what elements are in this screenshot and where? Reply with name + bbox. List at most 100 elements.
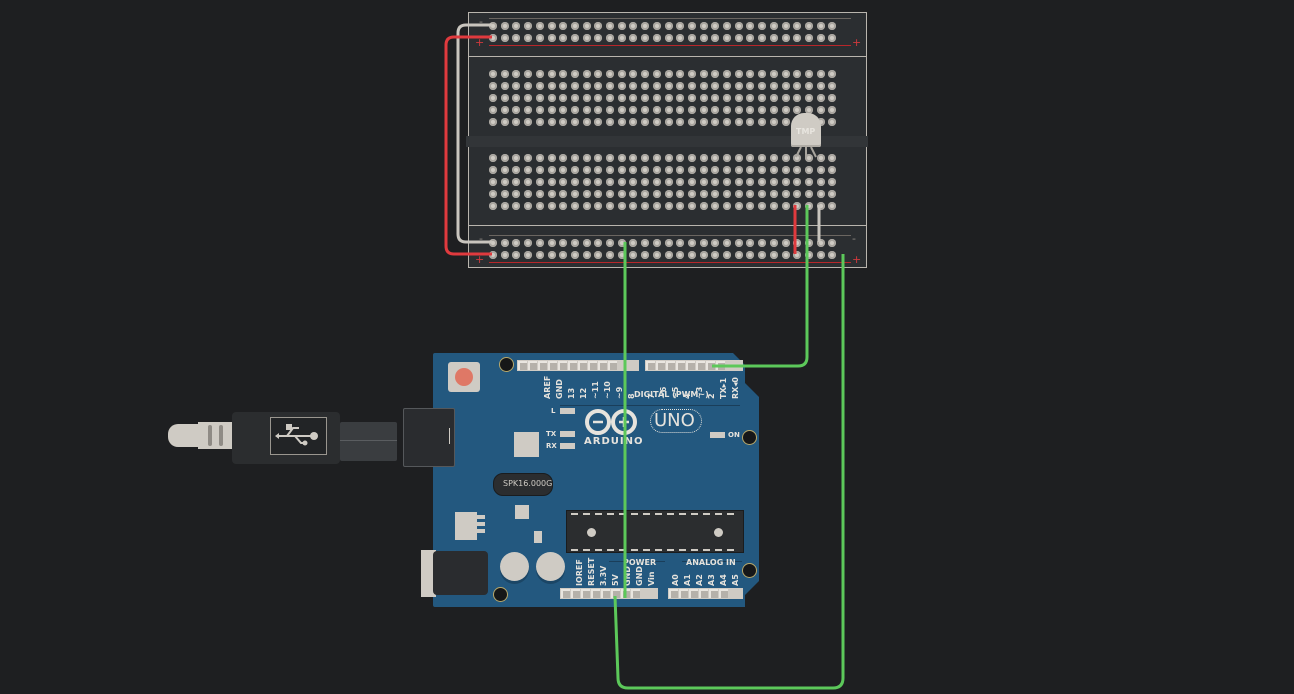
rail-hole[interactable] <box>512 34 521 42</box>
terminal-hole[interactable] <box>594 202 603 210</box>
terminal-hole[interactable] <box>676 166 685 174</box>
terminal-hole[interactable] <box>500 154 509 162</box>
rail-hole[interactable] <box>606 34 614 42</box>
terminal-hole[interactable] <box>804 82 813 90</box>
terminal-hole[interactable] <box>582 106 591 114</box>
terminal-hole[interactable] <box>500 106 509 114</box>
terminal-hole[interactable] <box>758 118 767 126</box>
rail-hole[interactable] <box>582 22 591 30</box>
terminal-hole[interactable] <box>524 166 533 174</box>
terminal-hole[interactable] <box>500 178 509 186</box>
terminal-hole[interactable] <box>594 70 603 78</box>
rail-hole[interactable] <box>582 239 591 247</box>
terminal-hole[interactable] <box>664 190 673 198</box>
rail-hole[interactable] <box>664 22 673 30</box>
rail-hole[interactable] <box>524 22 533 30</box>
terminal-hole[interactable] <box>793 166 802 174</box>
terminal-hole[interactable] <box>606 106 614 114</box>
header-pin[interactable] <box>581 589 590 598</box>
terminal-hole[interactable] <box>652 154 661 162</box>
rail-hole[interactable] <box>687 22 696 30</box>
terminal-hole[interactable] <box>512 70 521 78</box>
terminal-hole[interactable] <box>793 178 802 186</box>
terminal-hole[interactable] <box>804 190 813 198</box>
rail-hole[interactable] <box>699 22 708 30</box>
rail-hole[interactable] <box>524 239 533 247</box>
terminal-hole[interactable] <box>816 70 825 78</box>
terminal-hole[interactable] <box>793 106 802 114</box>
header-pin[interactable] <box>689 589 698 598</box>
terminal-hole[interactable] <box>489 82 497 90</box>
rail-hole[interactable] <box>629 239 638 247</box>
terminal-hole[interactable] <box>828 154 837 162</box>
rail-hole[interactable] <box>629 22 638 30</box>
header-pin[interactable] <box>679 589 688 598</box>
rail-hole[interactable] <box>793 239 802 247</box>
rail-hole[interactable] <box>793 34 802 42</box>
terminal-hole[interactable] <box>629 166 638 174</box>
rail-hole[interactable] <box>781 251 790 259</box>
rail-hole[interactable] <box>723 22 731 30</box>
terminal-hole[interactable] <box>559 190 568 198</box>
rail-hole[interactable] <box>617 251 626 259</box>
rail-hole[interactable] <box>594 251 603 259</box>
terminal-hole[interactable] <box>641 178 650 186</box>
terminal-hole[interactable] <box>512 202 521 210</box>
terminal-hole[interactable] <box>793 202 802 210</box>
terminal-hole[interactable] <box>570 202 579 210</box>
terminal-hole[interactable] <box>723 178 731 186</box>
terminal-hole[interactable] <box>582 70 591 78</box>
terminal-hole[interactable] <box>711 154 720 162</box>
terminal-hole[interactable] <box>652 202 661 210</box>
terminal-hole[interactable] <box>828 166 837 174</box>
rail-hole[interactable] <box>723 34 731 42</box>
terminal-hole[interactable] <box>641 154 650 162</box>
terminal-hole[interactable] <box>652 190 661 198</box>
terminal-hole[interactable] <box>664 106 673 114</box>
terminal-hole[interactable] <box>793 190 802 198</box>
header-pin[interactable] <box>669 589 678 598</box>
terminal-hole[interactable] <box>781 166 790 174</box>
rail-hole[interactable] <box>606 239 614 247</box>
terminal-hole[interactable] <box>828 94 837 102</box>
rail-hole[interactable] <box>547 251 556 259</box>
terminal-hole[interactable] <box>816 202 825 210</box>
terminal-hole[interactable] <box>676 178 685 186</box>
terminal-hole[interactable] <box>594 82 603 90</box>
rail-hole[interactable] <box>535 239 544 247</box>
rail-hole[interactable] <box>606 22 614 30</box>
terminal-hole[interactable] <box>746 166 755 174</box>
header-pin[interactable] <box>568 361 577 370</box>
terminal-hole[interactable] <box>758 178 767 186</box>
terminal-hole[interactable] <box>664 166 673 174</box>
rail-hole[interactable] <box>570 34 579 42</box>
terminal-hole[interactable] <box>535 70 544 78</box>
header-pin[interactable] <box>686 361 695 370</box>
terminal-hole[interactable] <box>676 154 685 162</box>
rail-hole[interactable] <box>828 239 837 247</box>
rail-hole[interactable] <box>500 239 509 247</box>
terminal-hole[interactable] <box>512 118 521 126</box>
rail-hole[interactable] <box>687 239 696 247</box>
terminal-hole[interactable] <box>734 106 743 114</box>
rail-hole[interactable] <box>769 251 778 259</box>
terminal-hole[interactable] <box>570 118 579 126</box>
terminal-hole[interactable] <box>512 154 521 162</box>
terminal-hole[interactable] <box>734 94 743 102</box>
terminal-hole[interactable] <box>500 202 509 210</box>
rail-hole[interactable] <box>758 34 767 42</box>
header-pin[interactable] <box>676 361 685 370</box>
terminal-hole[interactable] <box>489 190 497 198</box>
header-pin[interactable] <box>719 589 728 598</box>
rail-hole[interactable] <box>816 251 825 259</box>
terminal-hole[interactable] <box>734 178 743 186</box>
rail-hole[interactable] <box>617 34 626 42</box>
terminal-hole[interactable] <box>664 118 673 126</box>
rail-hole[interactable] <box>641 239 650 247</box>
terminal-hole[interactable] <box>582 166 591 174</box>
reset-button[interactable] <box>448 362 480 392</box>
terminal-hole[interactable] <box>804 154 813 162</box>
terminal-hole[interactable] <box>781 106 790 114</box>
terminal-hole[interactable] <box>734 70 743 78</box>
terminal-hole[interactable] <box>559 118 568 126</box>
